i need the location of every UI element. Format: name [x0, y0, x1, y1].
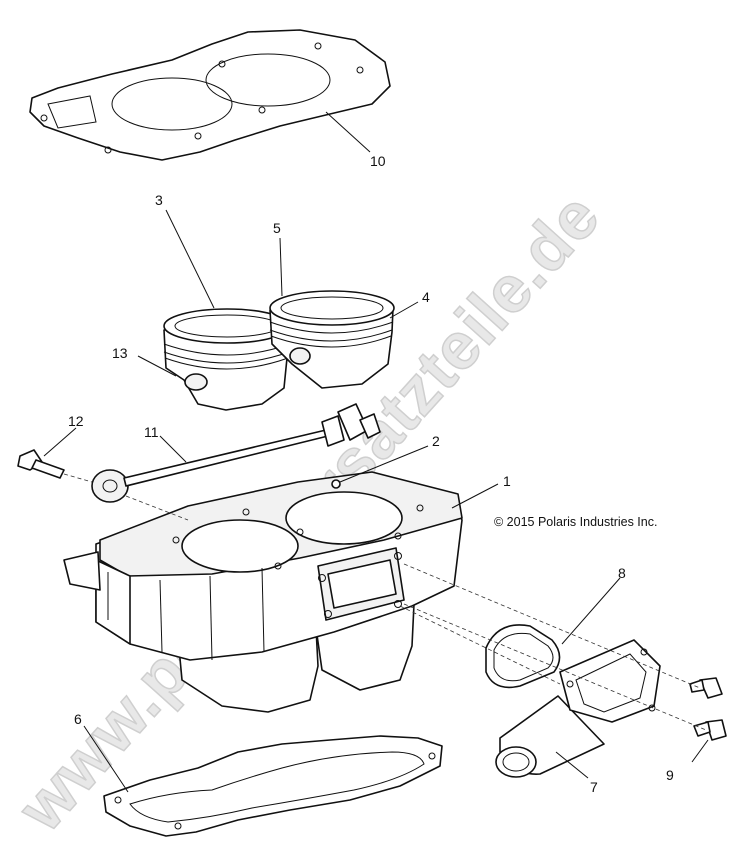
leader-8 [561, 577, 621, 645]
copyright-notice: © 2015 Polaris Industries Inc. [494, 515, 657, 529]
leader-5 [279, 237, 283, 297]
callout-10: 10 [370, 153, 386, 169]
callout-5: 5 [273, 220, 281, 236]
callout-11: 11 [144, 424, 159, 440]
callout-1: 1 [503, 473, 511, 489]
leader-11 [159, 435, 187, 463]
assembly-line-sensor [125, 495, 189, 521]
assembly-line-bolt [63, 473, 93, 483]
assembly-line-outlet-2 [403, 603, 707, 731]
o-ring-8 [485, 624, 561, 689]
leader-2 [339, 445, 429, 483]
callout-7: 7 [590, 779, 598, 795]
assembly-line-outlet-1 [403, 563, 701, 689]
bolt-12 [17, 449, 65, 479]
leader-13 [137, 355, 177, 377]
sensor-11 [91, 403, 381, 503]
callout-4: 4 [422, 289, 430, 305]
piston-right [269, 290, 395, 389]
callout-13: 13 [112, 345, 128, 361]
leader-12 [43, 427, 77, 457]
callout-6: 6 [74, 711, 82, 727]
leader-3 [165, 209, 215, 309]
leader-4 [389, 301, 419, 319]
callout-2: 2 [432, 433, 440, 449]
leader-1 [451, 483, 499, 509]
leader-10 [325, 111, 371, 153]
bolts-9 [689, 677, 727, 741]
callout-9: 9 [666, 767, 674, 783]
head-gasket-top [29, 29, 391, 161]
leader-7 [555, 751, 589, 779]
assembly-line-oring [399, 605, 561, 685]
leader-9 [691, 739, 709, 763]
callout-12: 12 [68, 413, 84, 429]
base-gasket-bottom [103, 735, 443, 837]
cylinder-block [63, 471, 463, 713]
leader-6 [83, 725, 129, 793]
callout-8: 8 [618, 565, 626, 581]
coolant-outlet-7 [495, 639, 661, 778]
callout-3: 3 [155, 192, 163, 208]
